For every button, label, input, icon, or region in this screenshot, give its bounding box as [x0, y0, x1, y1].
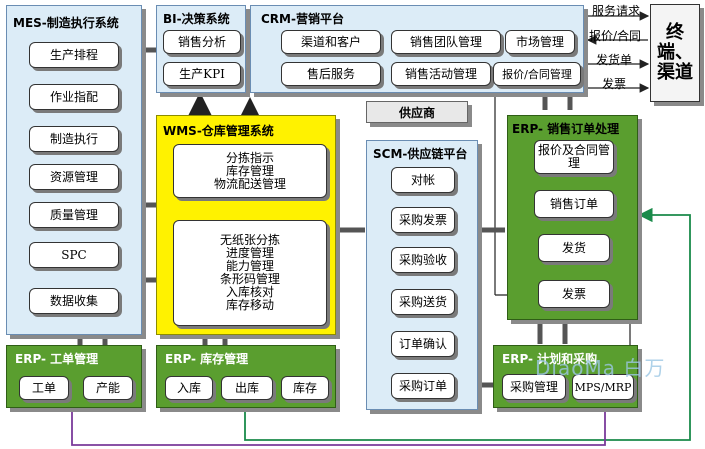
erp-sales-title: ERP- 销售订单处理: [512, 122, 620, 136]
mes-item-execution[interactable]: 制造执行: [29, 126, 119, 152]
erp-inv-title: ERP- 库存管理: [165, 352, 249, 366]
wms-panel: WMS-仓库管理系统 分拣指示 库存管理 物流配送管理 无纸张分拣 进度管理 能…: [156, 115, 336, 335]
scm-item-purchase-delivery[interactable]: 采购送货: [391, 289, 455, 315]
bi-title: BI-决策系统: [163, 12, 230, 26]
erp-plan-panel: ERP- 计划和采购 采购管理 MPS/MRP: [493, 345, 638, 408]
watermark-text: DiaoMa 白万: [535, 356, 666, 380]
mes-item-dispatch[interactable]: 作业指配: [29, 84, 119, 110]
flow-label-quote-contract: 报价/合同: [589, 29, 642, 43]
purple-loop-line: [71, 408, 606, 446]
wms-box-picking[interactable]: 无纸张分拣 进度管理 能力管理 条形码管理 入库核对 库存移动: [173, 220, 327, 326]
erp-inv-panel: ERP- 库存管理 入库 出库 库存: [156, 345, 336, 408]
wms-title: WMS-仓库管理系统: [163, 124, 274, 138]
wms-box2-line: 入库核对: [225, 285, 274, 299]
crm-panel: CRM-营销平台 渠道和客户 销售团队管理 市场管理 售后服务 销售活动管理 报…: [250, 5, 584, 93]
bi-item-production-kpi[interactable]: 生产KPI: [163, 62, 241, 86]
supplier-label: 供应商: [398, 105, 435, 120]
scm-panel: SCM-供应链平台 对帐 采购发票 采购验收 采购送货 订单确认 采购订单: [366, 140, 478, 410]
terminal-channel-box[interactable]: 终端、渠道: [650, 4, 700, 102]
mes-item-resources[interactable]: 资源管理: [29, 164, 119, 190]
crm-item-marketing[interactable]: 市场管理: [505, 30, 575, 54]
mes-item-scheduling[interactable]: 生产排程: [29, 42, 119, 68]
wms-box1-line: 分拣指示: [225, 150, 274, 165]
mes-item-data-collection[interactable]: 数据收集: [29, 288, 119, 314]
erp-inv-item-outbound[interactable]: 出库: [221, 376, 273, 400]
mes-item-spc[interactable]: SPC: [29, 242, 119, 268]
erp-inv-item-stock[interactable]: 库存: [281, 376, 329, 400]
crm-item-quote-contract[interactable]: 报价/合同管理: [493, 62, 581, 86]
supplier-box[interactable]: 供应商: [366, 101, 468, 123]
wms-box2-line: 条形码管理: [219, 272, 280, 286]
crm-item-after-sales[interactable]: 售后服务: [281, 62, 381, 86]
erp-work-item-capacity[interactable]: 产能: [83, 376, 133, 400]
bi-panel: BI-决策系统 销售分析 生产KPI: [156, 5, 246, 93]
flow-label-invoice: 发票: [602, 77, 627, 91]
scm-item-reconciliation[interactable]: 对帐: [391, 167, 455, 193]
erp-work-item-workorder[interactable]: 工单: [19, 376, 69, 400]
flow-label-service-request: 服务请求: [592, 4, 641, 18]
wms-box-dispatch[interactable]: 分拣指示 库存管理 物流配送管理: [173, 144, 327, 198]
erp-inv-item-inbound[interactable]: 入库: [165, 376, 213, 400]
crm-title: CRM-营销平台: [261, 12, 344, 26]
wms-box2-line: 进度管理: [225, 246, 274, 260]
crm-item-sales-activity[interactable]: 销售活动管理: [391, 62, 491, 86]
mes-item-quality[interactable]: 质量管理: [29, 202, 119, 228]
scm-item-order-confirm[interactable]: 订单确认: [391, 331, 455, 357]
erp-plan-item-purchase[interactable]: 采购管理: [502, 374, 566, 400]
wms-box2-line: 库存移动: [225, 298, 274, 312]
mes-panel: MES-制造执行系统 生产排程 作业指配 制造执行 资源管理 质量管理 SPC …: [6, 5, 142, 335]
scm-item-purchase-invoice[interactable]: 采购发票: [391, 207, 455, 233]
green-feedback-line: [244, 207, 691, 441]
wms-box2-line: 无纸张分拣: [219, 233, 280, 247]
crm-item-sales-team[interactable]: 销售团队管理: [391, 30, 501, 54]
wms-box1-line: 物流配送管理: [213, 176, 286, 191]
erp-sales-item-delivery[interactable]: 发货: [538, 234, 610, 262]
erp-sales-item-quote[interactable]: 报价及合同管理: [534, 140, 614, 174]
wms-box2-line: 能力管理: [225, 259, 274, 273]
erp-sales-item-invoice[interactable]: 发票: [538, 280, 610, 308]
erp-work-title: ERP- 工单管理: [15, 352, 99, 366]
crm-item-channels[interactable]: 渠道和客户: [281, 30, 381, 54]
erp-plan-title: ERP- 计划和采购: [502, 352, 598, 366]
scm-item-purchase-order[interactable]: 采购订单: [391, 373, 455, 399]
scm-item-purchase-acceptance[interactable]: 采购验收: [391, 247, 455, 273]
mes-title: MES-制造执行系统: [13, 16, 119, 30]
wms-box1-line: 库存管理: [225, 163, 274, 178]
flow-label-delivery-note: 发货单: [596, 53, 633, 67]
erp-sales-panel: ERP- 销售订单处理 报价及合同管理 销售订单 发货 发票: [507, 115, 638, 320]
bi-item-sales-analysis[interactable]: 销售分析: [163, 30, 241, 54]
scm-title: SCM-供应链平台: [373, 147, 468, 161]
erp-work-panel: ERP- 工单管理 工单 产能: [6, 345, 142, 408]
erp-plan-item-mps-mrp[interactable]: MPS/MRP: [572, 374, 634, 400]
erp-sales-item-order[interactable]: 销售订单: [534, 190, 614, 218]
